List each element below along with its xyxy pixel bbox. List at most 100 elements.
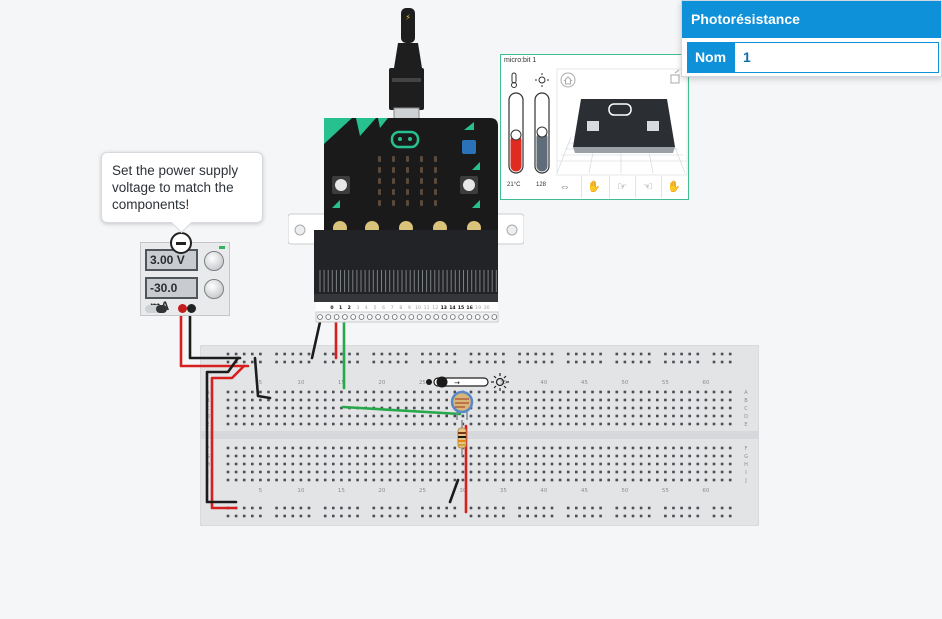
wire-red-psu[interactable]: [179, 306, 250, 368]
breadboard[interactable]: 5510101515202025253030353540404545505055…: [200, 345, 759, 526]
row-letter: H: [744, 462, 748, 468]
minus-icon[interactable]: [170, 232, 192, 254]
breadboard-column-numbers: 5510101515202025253030353540404545505055…: [259, 380, 710, 494]
home-icon[interactable]: [560, 72, 576, 88]
positive-terminal[interactable]: [178, 304, 187, 313]
column-number: 45: [581, 380, 588, 386]
light-level-readout: 128: [536, 182, 547, 188]
tilt-back-icon[interactable]: ☜: [635, 176, 660, 198]
pin-label: 19: [475, 305, 481, 311]
row-letter: F: [745, 446, 748, 452]
column-number: 20: [378, 488, 385, 494]
properties-panel: Photorésistance Nom 1: [681, 0, 942, 77]
row-letter: I: [745, 470, 746, 476]
pin-label: 13: [441, 305, 447, 311]
negative-terminal[interactable]: [187, 304, 196, 313]
column-number: 20: [378, 380, 385, 386]
wire-black-gnd-mb[interactable]: [310, 320, 322, 360]
column-number: 15: [338, 380, 345, 386]
power-supply[interactable]: 3.00 V -30.0 mA: [140, 242, 230, 316]
light-level-slider-handle[interactable]: [536, 126, 548, 138]
row-letter: B: [744, 398, 748, 404]
properties-title: Photorésistance: [682, 1, 941, 38]
wire-green-to-ldr[interactable]: [341, 405, 462, 416]
power-switch[interactable]: [145, 305, 167, 313]
svg-text:⚡: ⚡: [405, 13, 411, 22]
pin-label: 20: [484, 305, 490, 311]
sun-icon: [491, 373, 509, 391]
pin-label: 6: [382, 305, 385, 311]
tilt-forward-icon[interactable]: ☞: [609, 176, 634, 198]
row-letter: J: [744, 478, 746, 484]
svg-text:→: →: [454, 379, 460, 387]
column-number: 60: [702, 380, 709, 386]
row-letter: C: [744, 406, 748, 412]
shake-icon[interactable]: ⇔: [559, 181, 571, 193]
current-display: -30.0 mA: [145, 277, 198, 313]
column-number: 40: [540, 488, 547, 494]
light-level-icon: [535, 73, 549, 87]
column-number: 50: [621, 488, 628, 494]
thermometer-icon: [511, 72, 517, 88]
pin-label: 11: [424, 305, 430, 311]
pin-label: 5: [374, 305, 377, 311]
column-number: 10: [297, 380, 304, 386]
column-number: 50: [621, 380, 628, 386]
pin-label: 10: [415, 305, 421, 311]
breadboard-holes: [226, 352, 732, 518]
pin-label: 1: [339, 305, 342, 311]
temperature-slider-handle[interactable]: [510, 129, 522, 141]
column-number: 25: [419, 380, 426, 386]
wire-black-rail-row[interactable]: [253, 356, 272, 400]
column-number: 40: [540, 380, 547, 386]
column-number: 10: [297, 488, 304, 494]
pin-label: 12: [432, 305, 438, 311]
tilt-left-icon[interactable]: ✋: [581, 176, 606, 198]
row-letter: A: [744, 390, 748, 396]
light-slider-handle[interactable]: [436, 376, 448, 388]
row-letter: G: [744, 454, 748, 460]
pin-label: 0: [330, 305, 333, 311]
wire-red-left-rail[interactable]: [210, 364, 246, 510]
pin-label: 7: [391, 305, 394, 311]
column-number: 15: [338, 488, 345, 494]
column-number: 55: [662, 488, 669, 494]
name-field-label: Nom: [687, 42, 734, 73]
column-number: 25: [419, 488, 426, 494]
column-number: 55: [662, 380, 669, 386]
power-led: [219, 246, 225, 249]
wire-black-resistor[interactable]: [448, 478, 460, 504]
wire-black-left-rail[interactable]: [205, 356, 240, 504]
pin-label: 8: [399, 305, 402, 311]
pin-label: 3: [356, 305, 359, 311]
wire-black-psu[interactable]: [188, 306, 242, 360]
column-number: 30: [459, 488, 466, 494]
pin-label: 14: [449, 305, 455, 311]
pin-label: 9: [408, 305, 411, 311]
light-slider[interactable]: [433, 377, 489, 387]
column-number: 35: [500, 488, 507, 494]
photoresistor[interactable]: →: [424, 370, 514, 460]
voltage-knob[interactable]: [204, 251, 224, 271]
current-knob[interactable]: [204, 279, 224, 299]
pin-label: 4: [365, 305, 368, 311]
simulator-title: micro:bit 1: [504, 57, 537, 64]
row-letter: E: [744, 422, 747, 428]
power-supply-tooltip: Set the power supply voltage to match th…: [101, 152, 263, 234]
pin-label: 16: [466, 305, 472, 311]
name-field-row: Nom 1: [687, 42, 939, 73]
rotate-icon[interactable]: [670, 69, 680, 84]
microbit-simulator-panel[interactable]: micro:bit 1: [500, 54, 689, 200]
row-letter: D: [744, 414, 748, 420]
column-number: 60: [702, 488, 709, 494]
column-number: 5: [259, 488, 263, 494]
temperature-readout: 21°C: [507, 182, 521, 188]
column-number: 45: [581, 488, 588, 494]
freefall-icon[interactable]: ✋: [661, 176, 686, 198]
pin-label: 15: [458, 305, 464, 311]
name-field-input[interactable]: 1: [734, 42, 939, 73]
column-number: 5: [259, 380, 263, 386]
